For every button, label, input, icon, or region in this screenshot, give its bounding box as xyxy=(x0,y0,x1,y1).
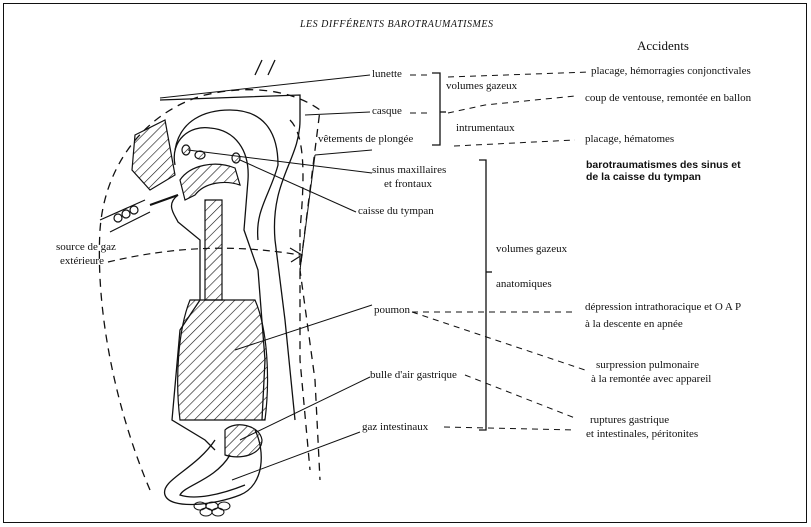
accident-surpression-1: surpression pulmonaire xyxy=(596,359,699,372)
stomach-hatch xyxy=(225,425,262,457)
gas-source-tube xyxy=(100,195,178,232)
accident-placage-hematomes: placage, hématomes xyxy=(585,133,674,146)
label-source-2: extérieure xyxy=(60,255,104,268)
label-lunette: lunette xyxy=(372,68,402,81)
accident-surpression-2: à la remontée avec appareil xyxy=(591,373,711,386)
accident-ruptures-1: ruptures gastrique xyxy=(590,414,669,427)
group-anatomiques: anatomiques xyxy=(496,278,552,291)
mask-hatch xyxy=(132,120,175,190)
group-volumes-gazeux-mid: volumes gazeux xyxy=(496,243,567,256)
trachea-hatch xyxy=(205,200,222,300)
label-sinus-1: sinus maxillaires xyxy=(372,164,446,177)
suit-shoulder-dash xyxy=(255,60,275,75)
suit-right-outline xyxy=(290,120,310,470)
label-caisse: caisse du tympan xyxy=(358,205,434,218)
label-bulle: bulle d'air gastrique xyxy=(370,369,457,382)
label-vetements: vêtements de plongée xyxy=(318,133,413,146)
airway-hatch xyxy=(180,164,240,200)
lung-hatch xyxy=(178,300,268,420)
accidents-header: Accidents xyxy=(637,38,689,54)
accident-coup-ventouse: coup de ventouse, remontée en ballon xyxy=(585,92,751,105)
label-sinus-2: et frontaux xyxy=(384,178,432,191)
gut-inner xyxy=(180,455,245,497)
group-instrumentaux: intrumentaux xyxy=(456,122,515,135)
tympan-hatch xyxy=(232,153,240,163)
source-dashed-arrow xyxy=(108,248,300,262)
accident-depression-2: à la descente en apnée xyxy=(585,318,683,331)
accident-baro-2: de la caisse du tympan xyxy=(586,171,701,184)
label-gaz: gaz intestinaux xyxy=(362,421,428,434)
accident-placage-hemorragies: placage, hémorragies conjonctivales xyxy=(591,65,751,78)
group-volumes-gazeux-top: volumes gazeux xyxy=(446,80,517,93)
accident-ruptures-2: et intestinales, péritonites xyxy=(586,428,698,441)
figure-title: Les différents barotraumatismes xyxy=(300,19,493,30)
bracket-top xyxy=(432,73,440,145)
bracket-bottom xyxy=(479,160,486,430)
label-casque: casque xyxy=(372,105,402,118)
accident-depression-1: dépression intrathoracique et O A P xyxy=(585,301,741,314)
label-poumon: poumon xyxy=(374,304,410,317)
label-source-1: source de gaz xyxy=(56,241,116,254)
